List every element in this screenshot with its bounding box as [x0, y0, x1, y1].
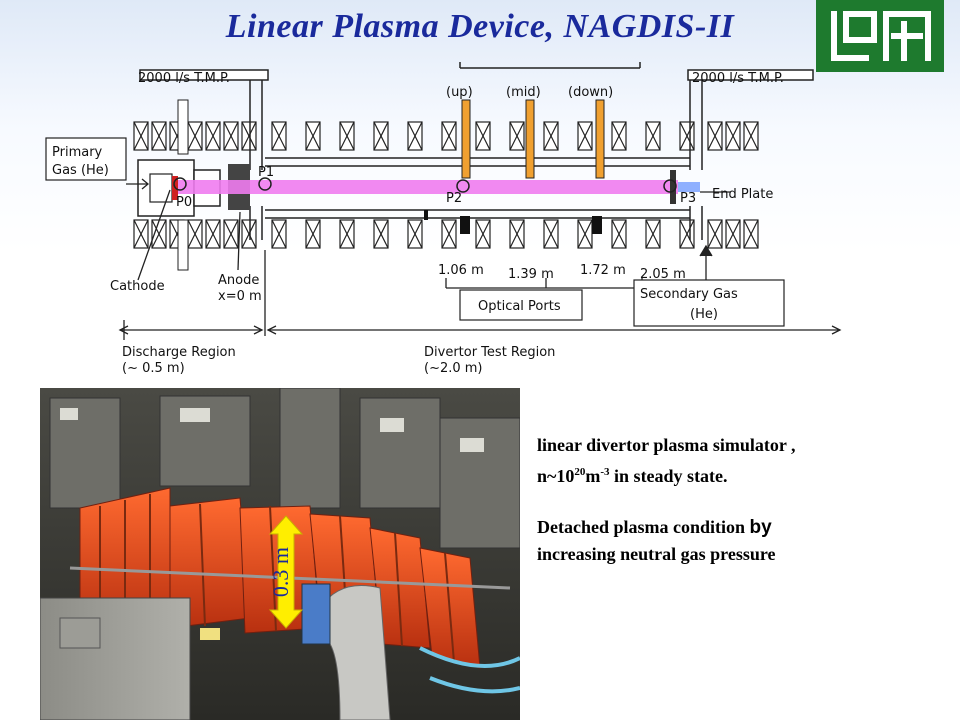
- position-3-label: 1.72 m: [580, 263, 626, 278]
- university-logo: [816, 0, 944, 72]
- port-p0-label: P0: [176, 195, 192, 210]
- primary-gas-label-2: Gas (He): [52, 163, 109, 178]
- divertor-region-label-1: Divertor Test Region: [424, 345, 555, 360]
- anode-label-1: Anode: [218, 273, 259, 288]
- cathode-label: Cathode: [110, 279, 165, 294]
- description-line-4: increasing neutral gas pressure: [537, 544, 776, 564]
- port-p1-label: P1: [258, 165, 274, 180]
- page-title: Linear Plasma Device, NAGDIS-II: [225, 8, 735, 45]
- bottom-coil-row: [133, 219, 759, 249]
- position-4-label: 2.05 m: [640, 267, 686, 282]
- position-2-label: 1.39 m: [508, 267, 554, 282]
- scale-arrow: [268, 515, 304, 629]
- description-line-1: linear divertor plasma simulator ,: [537, 435, 796, 455]
- secondary-gas-label-2: (He): [690, 307, 718, 322]
- optical-ports-label: Optical Ports: [478, 299, 561, 314]
- anode-label-2: x=0 m: [218, 289, 262, 304]
- device-schematic: 2000 l/s T.M.P. 2000 l/s T.M.P. (up) (mi…: [45, 62, 842, 376]
- probe-down: [595, 99, 605, 179]
- description-line-2: n~1020m-3 in steady state.: [537, 466, 728, 486]
- description: linear divertor plasma simulator , n~102…: [537, 432, 947, 568]
- probe-up: [461, 99, 471, 179]
- probe-down-label: (down): [568, 85, 613, 100]
- probe-mid: [525, 99, 535, 179]
- divertor-region-label-2: (~2.0 m): [424, 361, 483, 376]
- port-p2-label: P2: [446, 191, 462, 206]
- probe-mid-label: (mid): [506, 85, 541, 100]
- discharge-region-label-1: Discharge Region: [122, 345, 236, 360]
- probe-up-label: (up): [446, 85, 473, 100]
- scale-label: 0.3 m: [268, 547, 293, 597]
- top-coil-row: [133, 121, 759, 151]
- end-plate-label: End Plate: [712, 187, 773, 202]
- secondary-gas-label-1: Secondary Gas: [640, 287, 738, 302]
- pump-left-label: 2000 l/s T.M.P.: [138, 71, 230, 86]
- device-photo: 0.3 m: [40, 388, 520, 720]
- primary-gas-label-1: Primary: [52, 145, 103, 160]
- port-p3-label: P3: [680, 191, 696, 206]
- position-1-label: 1.06 m: [438, 263, 484, 278]
- discharge-region-label-2: (~ 0.5 m): [122, 361, 185, 376]
- pump-right-label: 2000 l/s T.M.P.: [692, 71, 784, 86]
- plasma-column: [178, 180, 678, 194]
- description-line-3: Detached plasma condition by: [537, 517, 772, 538]
